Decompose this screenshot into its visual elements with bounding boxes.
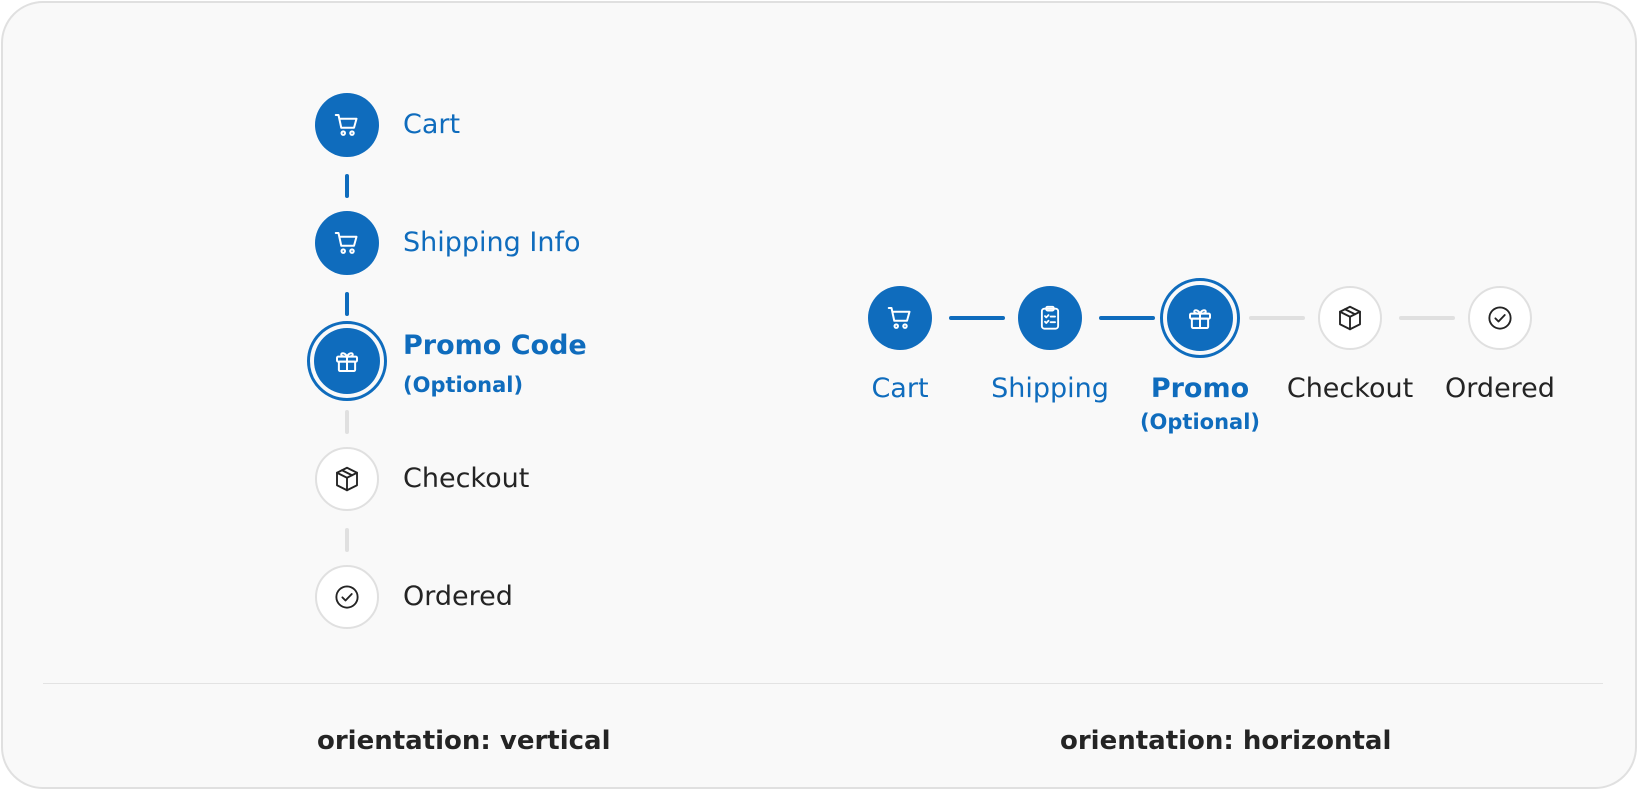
gift-icon [336, 352, 358, 372]
vertical-connector-4 [345, 528, 349, 552]
cart-icon [334, 232, 358, 254]
horizontal-step-3-indicator[interactable] [1160, 278, 1240, 358]
horizontal-step-2-indicator[interactable] [1018, 286, 1082, 350]
horizontal-step-1-indicator[interactable] [868, 286, 932, 350]
checkmark-circle-icon [335, 585, 359, 609]
horizontal-connector-2 [1099, 316, 1155, 320]
horizontal-connector-1 [949, 316, 1005, 320]
horizontal-step-2-label[interactable]: Shipping [991, 373, 1109, 404]
vertical-step-3-indicator[interactable] [307, 321, 387, 401]
current-step-fill [1167, 285, 1233, 351]
horizontal-step-3-sublabel: (Optional) [1139, 410, 1261, 434]
horizontal-connector-3 [1249, 316, 1305, 320]
box-icon [336, 466, 358, 492]
vertical-step-2-label[interactable]: Shipping Info [403, 227, 581, 258]
horizontal-step-4-indicator[interactable] [1318, 286, 1382, 350]
horizontal-step-4-label[interactable]: Checkout [1286, 373, 1414, 404]
clipboard-checklist-icon [1040, 305, 1060, 330]
vertical-step-5-label[interactable]: Ordered [403, 581, 513, 612]
vertical-step-4-label[interactable]: Checkout [403, 463, 530, 494]
cart-icon [887, 307, 911, 329]
horizontal-step-5-indicator[interactable] [1468, 286, 1532, 350]
checkmark-circle-icon [1488, 306, 1512, 330]
vertical-connector-1 [345, 174, 349, 198]
vertical-connector-2 [345, 292, 349, 316]
vertical-step-5-indicator[interactable] [315, 565, 379, 629]
horizontal-caption: orientation: horizontal [1060, 726, 1392, 756]
current-step-fill [314, 328, 380, 394]
cart-icon [334, 114, 358, 136]
vertical-caption: orientation: vertical [317, 726, 611, 756]
vertical-step-1-indicator[interactable] [315, 93, 379, 157]
vertical-connector-3 [345, 410, 349, 434]
section-divider [43, 683, 1603, 684]
gift-icon [1189, 309, 1211, 329]
horizontal-connector-4 [1399, 316, 1455, 320]
vertical-step-1-label[interactable]: Cart [403, 109, 461, 140]
vertical-step-4-indicator[interactable] [315, 447, 379, 511]
vertical-step-3-label[interactable]: Promo Code [403, 330, 587, 361]
vertical-step-2-indicator[interactable] [315, 211, 379, 275]
vertical-step-3-sublabel: (Optional) [403, 373, 524, 397]
horizontal-step-5-label[interactable]: Ordered [1445, 373, 1555, 404]
horizontal-step-1-label[interactable]: Cart [871, 373, 929, 404]
horizontal-step-3-label[interactable]: Promo [1150, 373, 1250, 404]
box-icon [1339, 305, 1361, 331]
